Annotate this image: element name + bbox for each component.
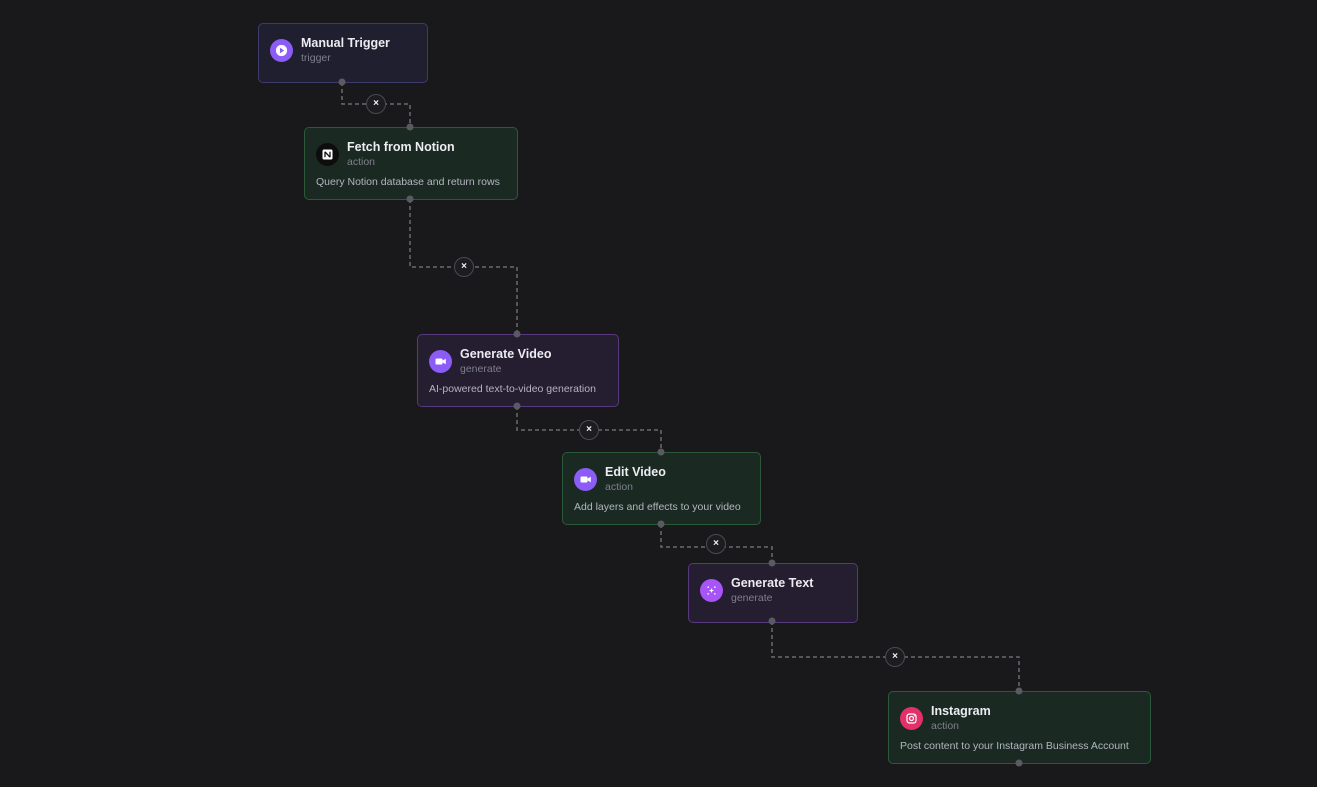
node-kind: generate: [460, 363, 502, 375]
output-handle[interactable]: [1015, 759, 1023, 767]
sparkle-icon: [700, 579, 723, 602]
input-handle[interactable]: [406, 123, 414, 131]
node-edit-video[interactable]: Edit Video action Add layers and effects…: [562, 452, 761, 525]
notion-icon: [316, 143, 339, 166]
edge-generate-video-edit-video[interactable]: [516, 406, 662, 452]
node-title: Generate Text: [731, 576, 814, 590]
input-handle[interactable]: [657, 448, 665, 456]
remove-edge-button[interactable]: ×: [454, 257, 474, 277]
node-title: Manual Trigger: [301, 36, 390, 50]
node-description: Query Notion database and return rows: [316, 176, 500, 188]
node-generate-text[interactable]: Generate Text generate: [688, 563, 858, 623]
node-description: Add layers and effects to your video: [574, 501, 741, 513]
node-generate-video[interactable]: Generate Video generate AI-powered text-…: [417, 334, 619, 407]
node-kind: action: [347, 156, 376, 168]
node-title: Instagram: [931, 704, 991, 718]
node-title: Edit Video: [605, 465, 666, 479]
node-manual-trigger[interactable]: Manual Trigger trigger: [258, 23, 428, 83]
remove-edge-button[interactable]: ×: [579, 420, 599, 440]
remove-edge-button[interactable]: ×: [366, 94, 386, 114]
node-instagram[interactable]: Instagram action Post content to your In…: [888, 691, 1151, 764]
output-handle[interactable]: [513, 402, 521, 410]
node-description: Post content to your Instagram Business …: [900, 740, 1129, 752]
input-handle[interactable]: [513, 330, 521, 338]
node-title: Fetch from Notion: [347, 140, 455, 154]
input-handle[interactable]: [1015, 687, 1023, 695]
video-camera-icon: [574, 468, 597, 491]
node-kind: action: [931, 720, 960, 732]
video-camera-icon: [429, 350, 452, 373]
output-handle[interactable]: [338, 78, 346, 86]
output-handle[interactable]: [406, 195, 414, 203]
node-title: Generate Video: [460, 347, 552, 361]
node-kind: trigger: [301, 52, 331, 64]
output-handle[interactable]: [657, 520, 665, 528]
input-handle[interactable]: [768, 559, 776, 567]
instagram-icon: [900, 707, 923, 730]
edge-generate-text-instagram[interactable]: [771, 621, 1020, 691]
node-description: AI-powered text-to-video generation: [429, 383, 596, 395]
play-icon: [270, 39, 293, 62]
output-handle[interactable]: [768, 617, 776, 625]
node-fetch-from-notion[interactable]: Fetch from Notion action Query Notion da…: [304, 127, 518, 200]
node-kind: action: [605, 481, 634, 493]
node-kind: generate: [731, 592, 773, 604]
remove-edge-button[interactable]: ×: [706, 534, 726, 554]
remove-edge-button[interactable]: ×: [885, 647, 905, 667]
